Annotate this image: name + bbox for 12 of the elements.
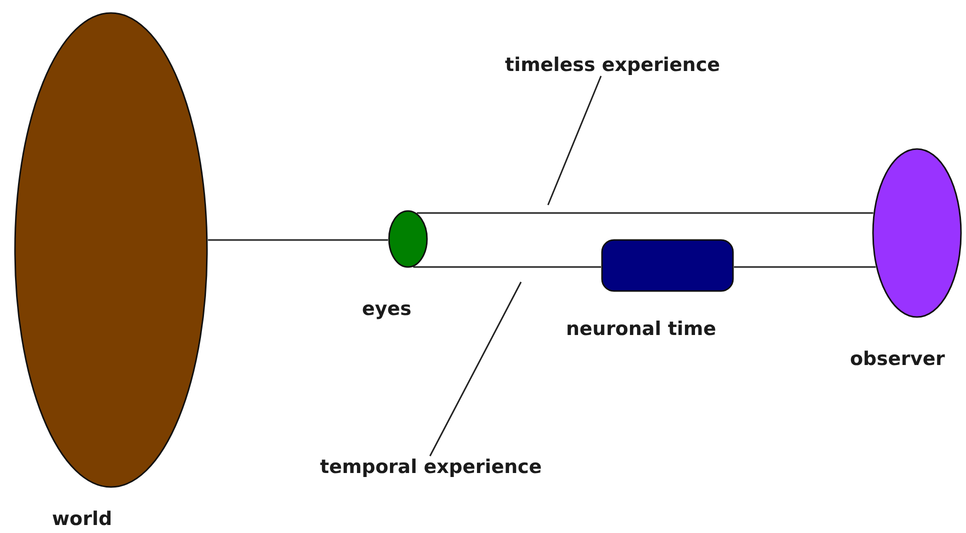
- connector-line: [734, 266, 876, 268]
- leader-line: [429, 282, 522, 456]
- node-label: observer: [850, 348, 945, 370]
- connector-line: [208, 239, 388, 241]
- annotation-text: temporal experience: [320, 456, 542, 478]
- connector-line: [413, 266, 601, 268]
- annotation-text: timeless experience: [505, 54, 720, 76]
- connector-line: [416, 212, 874, 214]
- node-label: eyes: [362, 298, 412, 320]
- node-label: world: [52, 508, 112, 530]
- leader-line: [547, 76, 602, 206]
- node-label: neuronal time: [566, 318, 716, 340]
